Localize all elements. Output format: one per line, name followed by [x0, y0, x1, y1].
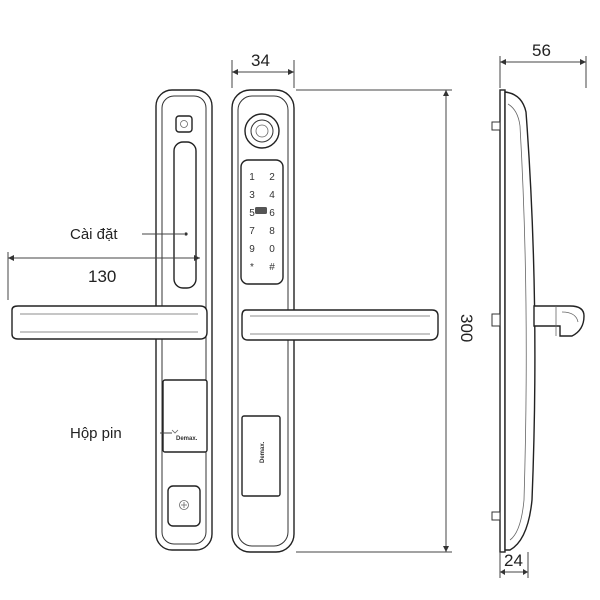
- keypad-key: 7: [249, 226, 255, 237]
- keypad-key: 9: [249, 244, 255, 255]
- base-depth-label: 24: [504, 551, 523, 570]
- settings-button-dot: [184, 232, 188, 236]
- callout-settings: Cài đặt: [70, 226, 184, 243]
- back-plate-view: Demax.: [11, 89, 213, 551]
- keypad-key: 0: [269, 244, 275, 255]
- keypad-key: 4: [269, 190, 275, 201]
- keypad-key: 5: [249, 208, 255, 219]
- battery-box: [162, 379, 208, 453]
- side-base-plate: [499, 89, 506, 553]
- front-plate-view: 1 2 3 4 5 6 7 8 9 0 * # Demax.: [231, 89, 439, 553]
- dimension-base-depth: 24: [499, 551, 529, 578]
- screw-cover-icon: [175, 115, 193, 133]
- dimension-handle-length: 130: [7, 252, 200, 300]
- dimension-front-width: 34: [231, 51, 295, 88]
- brand-logo-front: Demax.: [260, 441, 266, 463]
- side-tab: [491, 511, 501, 521]
- front-width-label: 34: [251, 51, 270, 70]
- handle-length-label: 130: [88, 267, 116, 286]
- front-handle: [241, 309, 439, 341]
- keypad-panel: [240, 159, 284, 285]
- keypad-key: 6: [269, 208, 275, 219]
- height-label: 300: [457, 314, 476, 342]
- keypad-key: 2: [269, 172, 275, 183]
- keypad-key: 3: [249, 190, 255, 201]
- callout-battery: Hộp pin: [70, 425, 172, 442]
- keypad-key: #: [269, 262, 275, 273]
- side-handle: [533, 305, 585, 337]
- side-depth-label: 56: [532, 41, 551, 60]
- keypad-key: *: [250, 262, 254, 273]
- dimension-height: 300: [296, 89, 476, 553]
- side-tab: [491, 313, 501, 327]
- side-tab: [491, 121, 501, 131]
- settings-label: Cài đặt: [70, 226, 118, 243]
- keypad-key: 1: [249, 172, 255, 183]
- keypad-key: 8: [269, 226, 275, 237]
- side-profile-view: [491, 89, 585, 553]
- card-reader-icon: [255, 207, 267, 214]
- back-handle: [11, 305, 208, 340]
- fingerprint-sensor-icon: [250, 119, 274, 143]
- settings-slot: [173, 141, 197, 289]
- brand-logo-back: Demax.: [176, 436, 198, 442]
- side-body: [504, 91, 536, 551]
- dimension-side-depth: 56: [499, 41, 587, 88]
- front-brand-box: [241, 415, 281, 497]
- battery-label: Hộp pin: [70, 425, 122, 442]
